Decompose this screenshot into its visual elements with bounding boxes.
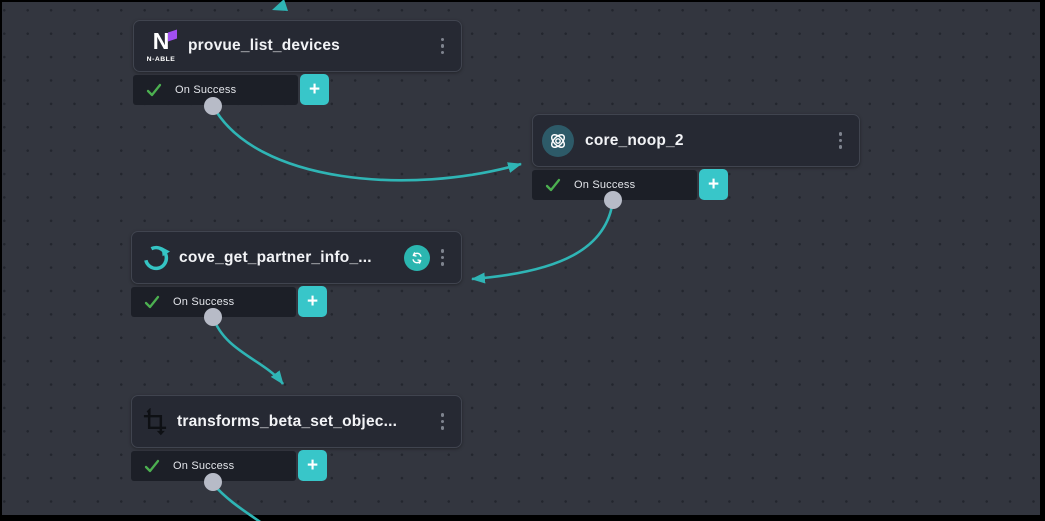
check-icon	[144, 295, 160, 309]
crop-transform-icon	[143, 407, 167, 435]
check-icon	[545, 178, 561, 192]
connector-dot[interactable]	[604, 191, 622, 209]
kebab-menu-icon[interactable]	[438, 34, 448, 59]
on-success-label: On Success	[173, 460, 235, 472]
refresh-retry-icon[interactable]	[403, 244, 430, 271]
on-success-label: On Success	[175, 84, 237, 96]
atom-icon	[542, 124, 574, 157]
task-card-corenoop[interactable]: core_noop_2	[532, 114, 860, 167]
task-card-transforms[interactable]: transforms_beta_set_objec...	[131, 395, 462, 448]
logo-arrow-shape	[168, 29, 178, 41]
check-icon	[144, 459, 160, 473]
circular-arrow-icon	[143, 245, 170, 270]
task-title: provue_list_devices	[188, 37, 340, 54]
kebab-menu-icon[interactable]	[438, 245, 448, 270]
check-icon	[146, 83, 162, 97]
add-transition-button[interactable]: +	[298, 286, 327, 317]
task-card-cove[interactable]: cove_get_partner_info_...	[131, 231, 462, 284]
on-success-bar: On Success	[133, 75, 298, 105]
connection-provue-to-corenoop[interactable]	[211, 105, 522, 182]
task-title: cove_get_partner_info_...	[179, 248, 372, 266]
logo-caption: N-ABLE	[146, 55, 176, 63]
connector-dot[interactable]	[204, 97, 222, 115]
on-success-bar: On Success	[131, 287, 296, 317]
task-title: transforms_beta_set_objec...	[177, 412, 398, 430]
connector-dot[interactable]	[204, 308, 222, 326]
add-transition-button[interactable]: +	[298, 450, 327, 481]
add-transition-button[interactable]: +	[699, 169, 728, 200]
logo-letter: N	[152, 27, 170, 54]
connection-corenoop-to-cove[interactable]	[471, 199, 615, 284]
kebab-menu-icon[interactable]	[438, 409, 448, 434]
kebab-menu-icon[interactable]	[836, 128, 846, 153]
on-success-label: On Success	[574, 179, 636, 191]
n-able-logo-icon: N N-ABLE	[143, 27, 179, 63]
connector-dot[interactable]	[204, 473, 222, 491]
on-success-label: On Success	[173, 296, 235, 308]
connection-cove-to-transforms[interactable]	[211, 316, 285, 385]
task-title: core_noop_2	[585, 131, 684, 149]
task-card-provue[interactable]: N N-ABLE provue_list_devices	[133, 20, 462, 72]
add-transition-button[interactable]: +	[300, 74, 329, 105]
